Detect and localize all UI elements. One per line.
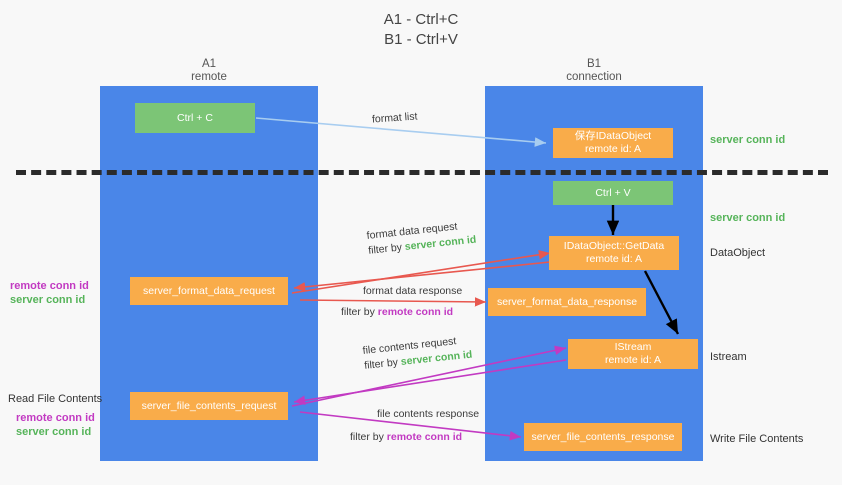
annotation-server-conn-id-1: server conn id [10,294,86,306]
edge-label-format-list-text: format list [371,110,418,126]
edge-label-file-contents-response-line1: file contents response [377,408,480,420]
node-server-file-contents-response-label: server_file_contents_response [531,430,675,443]
annotation-server-conn-id-mid: server conn id [710,212,786,224]
filter-key-remote-conn-id: remote conn id [377,306,454,318]
node-ctrl-v[interactable]: Ctrl + V [553,181,673,205]
filter-key-remote-conn-id: remote conn id [386,431,463,443]
node-save-idataobject-sublabel: remote id: A [584,143,642,155]
lane-header-a1-name: A1 [201,58,217,70]
edge-label-file-contents-response: file contents response filter by remote … [350,407,480,445]
node-server-file-contents-request-label: server_file_contents_request [141,399,277,412]
node-server-format-data-response-label: server_format_data_response [496,295,638,308]
node-server-format-data-response[interactable]: server_format_data_response [488,288,646,316]
node-ctrl-c-label: Ctrl + C [177,111,213,124]
filter-prefix: filter by [367,241,406,257]
annotation-remote-conn-id-2: remote conn id [16,412,95,424]
node-istream[interactable]: IStream remote id: A [568,339,698,369]
node-server-format-data-request-label: server_format_data_request [143,284,275,297]
node-server-format-data-request[interactable]: server_format_data_request [130,277,288,305]
node-istream-sublabel: remote id: A [604,354,662,366]
node-server-file-contents-response[interactable]: server_file_contents_response [524,423,682,451]
node-idataobject-getdata-sublabel: remote id: A [585,253,643,265]
phase-separator-dashed-line [16,170,828,175]
edge-label-format-data-request: format data request filter by server con… [366,218,477,259]
node-idataobject-getdata[interactable]: IDataObject::GetData remote id: A [549,236,679,270]
annotation-server-conn-id-2: server conn id [16,426,92,438]
edge-label-format-data-response: format data response filter by remote co… [341,284,463,320]
page-title: A1 - Ctrl+C B1 - Ctrl+V [0,10,842,50]
lane-header-b1-sub: connection [566,71,622,83]
node-save-idataobject-label: 保存IDataObject [574,130,652,142]
edge-label-format-data-response-filter: filter by remote conn id [341,305,462,320]
annotation-istream: Istream [710,351,747,363]
edge-label-format-data-response-line1: format data response [363,285,463,297]
node-save-idataobject[interactable]: 保存IDataObject remote id: A [553,128,673,158]
node-ctrl-c[interactable]: Ctrl + C [135,103,255,133]
annotation-remote-conn-id-1: remote conn id [10,280,89,292]
title-line-2: B1 - Ctrl+V [384,31,458,48]
annotation-write-file-contents: Write File Contents [710,433,804,445]
edge-label-file-contents-response-filter: filter by remote conn id [350,430,479,445]
lane-header-b1: B1 connection [485,58,703,84]
title-line-1: A1 - Ctrl+C [383,11,459,28]
filter-prefix: filter by [363,356,402,372]
lane-header-a1: A1 remote [100,58,318,84]
edge-label-file-contents-request: file contents request filter by server c… [362,333,473,374]
annotation-server-conn-id-top: server conn id [710,134,786,146]
node-idataobject-getdata-label: IDataObject::GetData [563,240,665,252]
filter-prefix: filter by [350,431,387,443]
node-server-file-contents-request[interactable]: server_file_contents_request [130,392,288,420]
edge-label-format-list: format list [372,109,418,127]
annotation-dataobject: DataObject [710,247,766,259]
node-ctrl-v-label: Ctrl + V [595,186,631,199]
lane-header-a1-sub: remote [191,71,227,83]
lane-header-b1-name: B1 [586,58,602,70]
annotation-read-file-contents: Read File Contents [8,393,103,405]
node-istream-label: IStream [614,341,652,353]
filter-prefix: filter by [341,306,378,318]
